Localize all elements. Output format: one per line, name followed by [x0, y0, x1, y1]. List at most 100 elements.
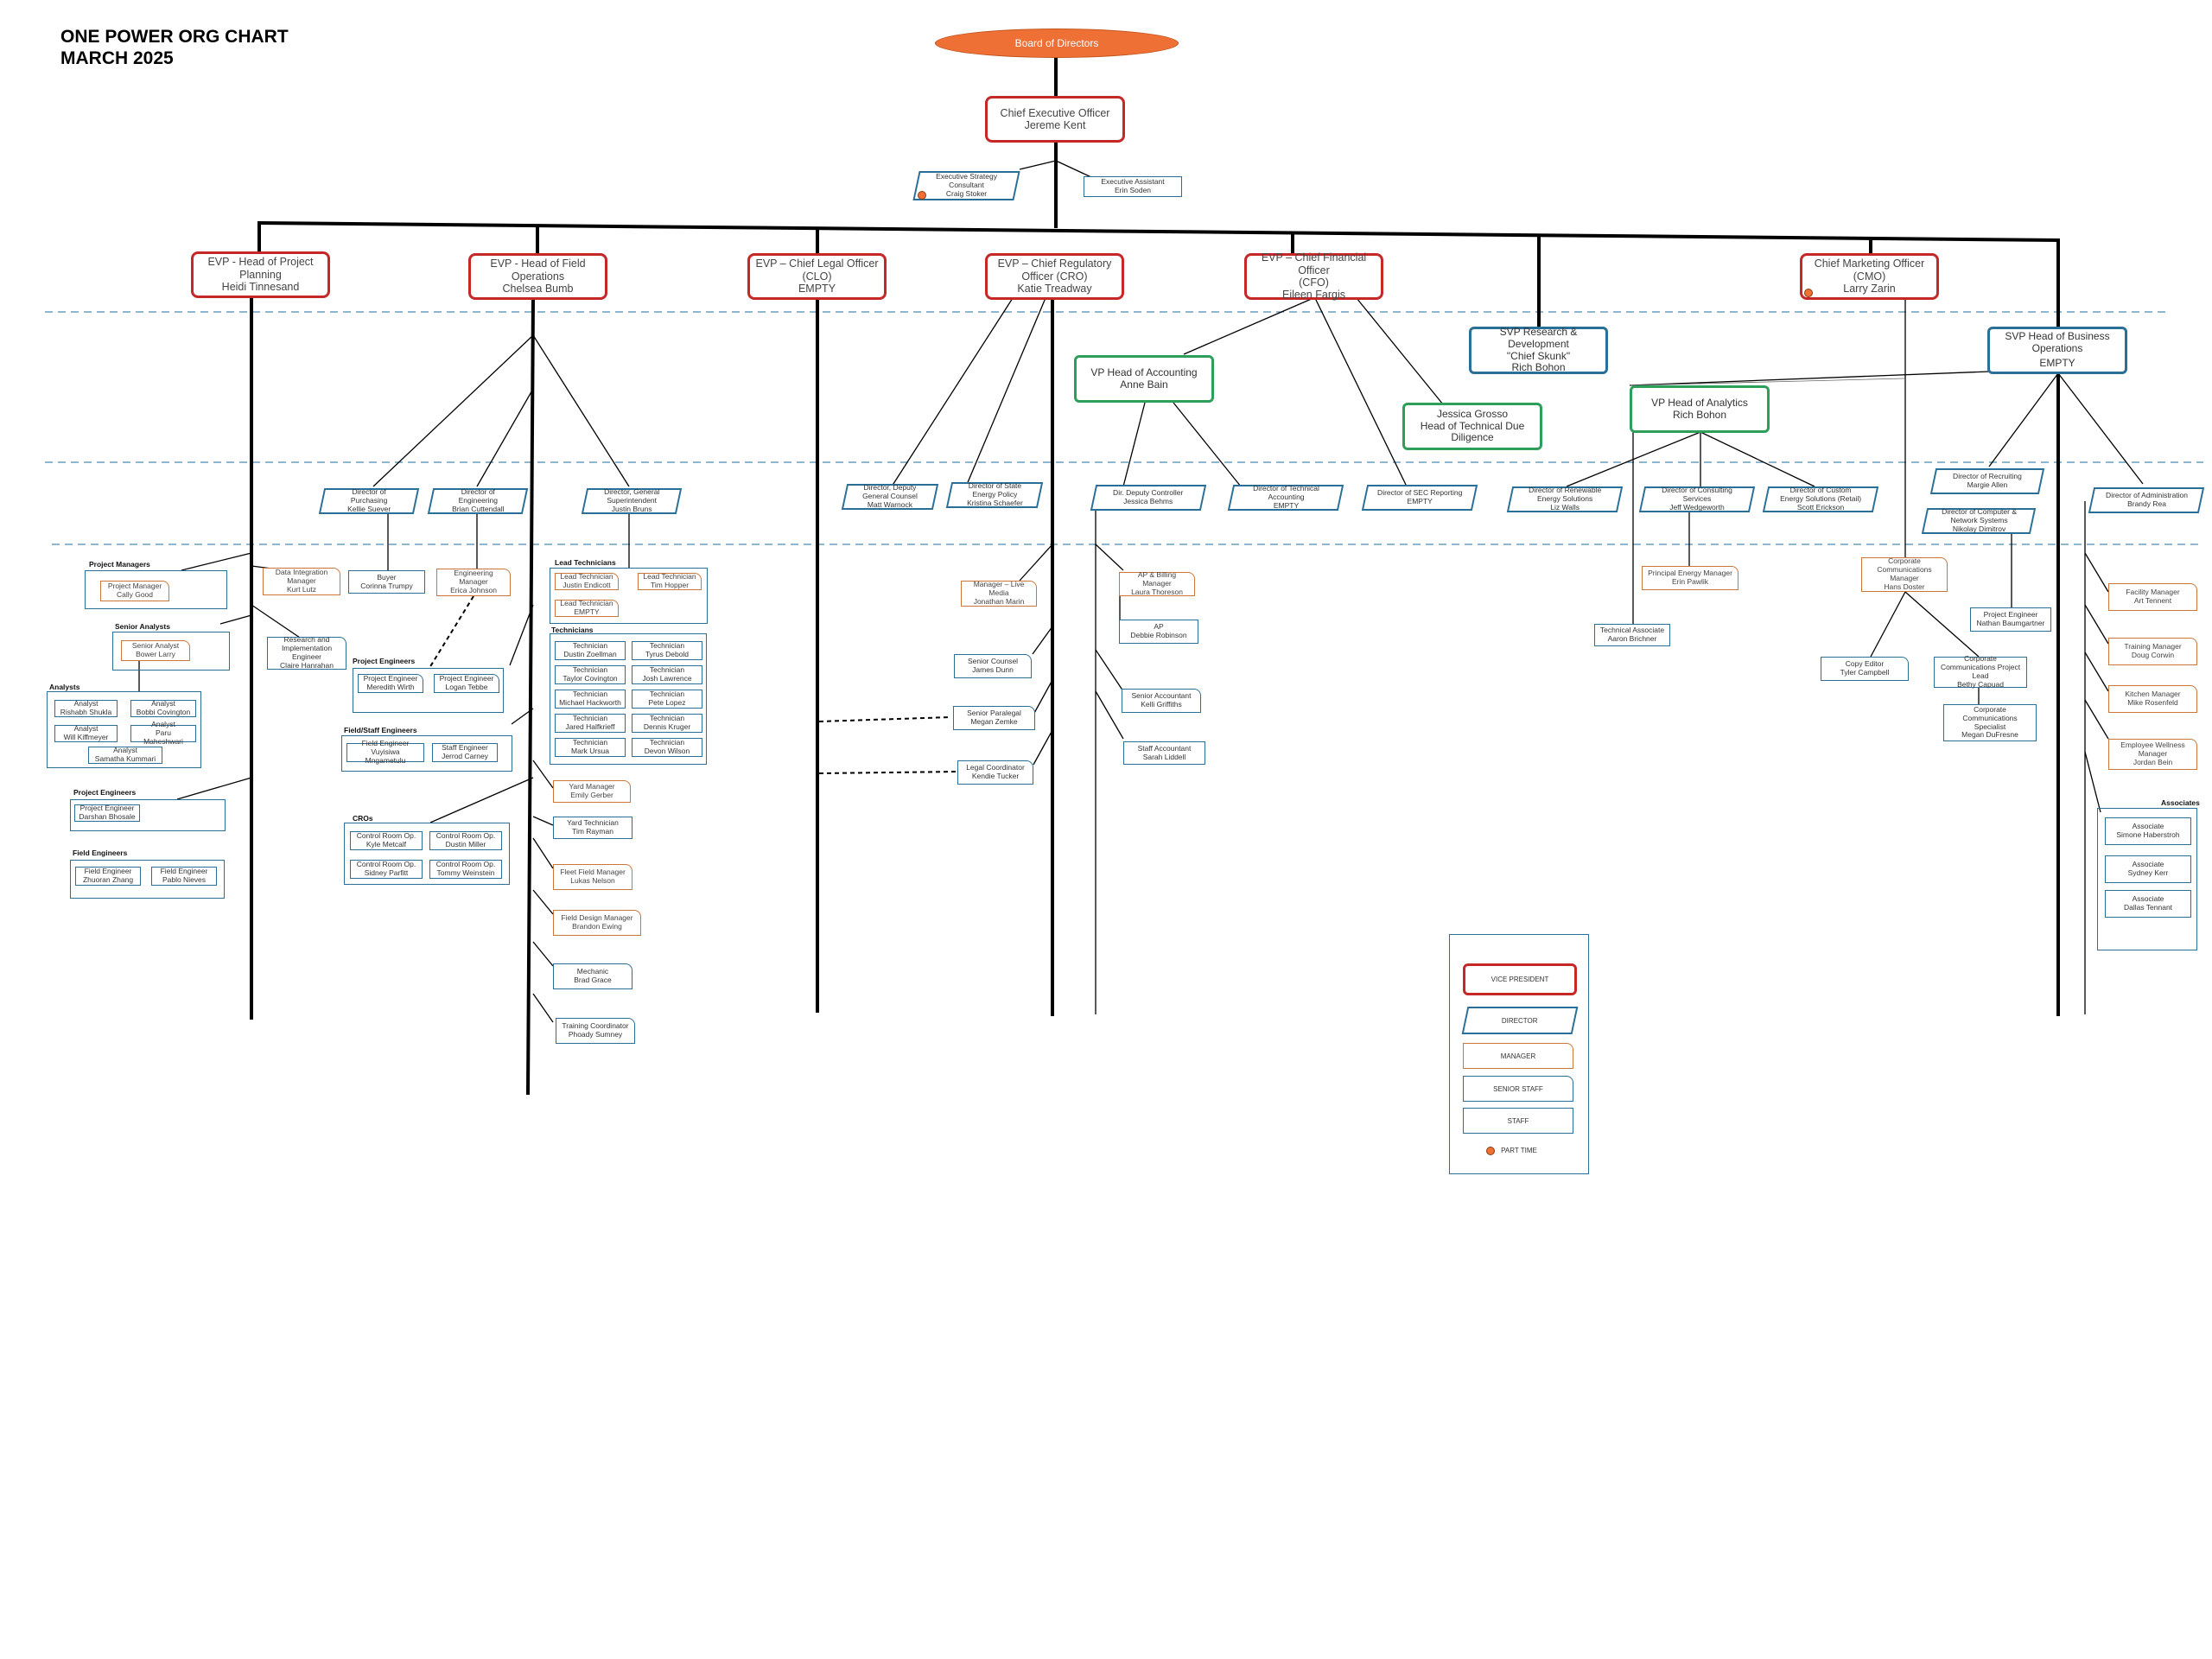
person-name: Kelli Griffiths	[1141, 700, 1182, 709]
control-room-operator: Control Room Op.Kyle Metcalf	[350, 831, 423, 850]
role: Technician	[649, 738, 685, 747]
role: Principal Energy Manager	[1648, 569, 1732, 578]
tdd-name: Jessica Grosso	[1436, 407, 1509, 420]
legend: VICE PRESIDENT DIRECTOR MANAGER SENIOR S…	[1449, 934, 1589, 1174]
person-name: Megan DuFresne	[1961, 730, 2018, 740]
role: Technical Associate	[1599, 626, 1665, 635]
part-time-marker	[1804, 289, 1813, 297]
role: Project Engineer	[439, 674, 494, 683]
role: Technician	[572, 665, 608, 675]
person-name: Corinna Trumpy	[360, 581, 413, 590]
page-title: ONE POWER ORG CHART MARCH 2025	[60, 26, 289, 69]
evp-title: EVP – Chief Financial Officer	[1261, 251, 1367, 276]
group-cros	[344, 823, 510, 885]
chief-marketing-officer: Chief Marketing Officer(CMO)Larry Zarin	[1800, 253, 1939, 300]
group-label-lead-technicians: Lead Technicians	[555, 558, 616, 567]
exec-assistant-box: Executive Assistant Erin Soden	[1084, 176, 1182, 197]
person-name: EMPTY	[574, 607, 600, 616]
person-name: Simone Haberstroh	[2116, 830, 2180, 839]
person-name: Claire Hanrahan	[280, 660, 334, 670]
evp-chief-legal: EVP – Chief Legal Officer(CLO)EMPTY	[747, 253, 887, 300]
person-name: Devon Wilson	[644, 747, 690, 755]
evp-title: EVP – Chief Legal Officer	[755, 257, 879, 270]
role: Lead Technician	[560, 599, 613, 608]
page-title-date: MARCH 2025	[60, 48, 174, 68]
role: Fleet Field Manager	[560, 868, 626, 877]
role: Field Engineer	[361, 739, 410, 748]
person-name: Bower Larry	[136, 650, 175, 658]
exec-assistant-title: Executive Assistant	[1101, 177, 1165, 187]
person-name: Erin Pawlik	[1671, 577, 1709, 586]
role: Yard Technician	[567, 818, 619, 828]
evp-name: Heidi Tinnesand	[221, 281, 300, 294]
role: Facility Manager	[2126, 588, 2180, 597]
legend-part-time-icon	[1486, 1147, 1495, 1155]
role-2: Manager	[2138, 749, 2168, 759]
role: Corporate	[1964, 654, 1997, 664]
group-label-technicians: Technicians	[551, 626, 594, 634]
group-analysts	[47, 691, 201, 768]
role: Project Engineer	[1983, 610, 2038, 620]
role: Training Manager	[2124, 642, 2182, 652]
person-name: Meredith Wirth	[366, 683, 415, 691]
person-name: Logan Tebbe	[445, 683, 488, 691]
control-room-operator: Control Room Op.Dustin Miller	[429, 831, 502, 850]
level-separators	[45, 311, 2203, 545]
role: AP & Billing Manager	[1137, 570, 1177, 588]
role: Project Manager	[107, 582, 162, 591]
person-name: Tyler Campbell	[1840, 668, 1890, 677]
person-name: Kurt Lutz	[286, 584, 317, 594]
role: Associate	[2132, 860, 2164, 869]
person-name: Mark Ursua	[571, 747, 609, 755]
role-3: Engineer	[291, 652, 322, 661]
role: Analyst	[73, 724, 99, 734]
role: Technician	[572, 714, 608, 723]
person-name: Jared Halfkrieff	[565, 722, 615, 731]
person-name: Paru Maheshwari	[143, 728, 183, 746]
role: Staff Accountant	[1137, 743, 1192, 753]
role-2: Communications	[1962, 713, 2018, 722]
role: Technician	[649, 714, 685, 723]
group-senior-analysts	[112, 632, 230, 671]
legend-staff: STAFF	[1463, 1108, 1573, 1134]
person-name: Sidney Parfitt	[364, 868, 409, 877]
evp-name: Eileen Fargis	[1282, 289, 1345, 302]
vp-title: VP Head of Analytics	[1651, 396, 1748, 409]
role: Control Room Op.	[435, 831, 496, 841]
svp-title: SVP Head of Business	[2005, 330, 2110, 342]
person-name: Art Tennent	[2133, 596, 2172, 605]
role: Yard Manager	[569, 782, 615, 791]
role: Engineering	[454, 569, 493, 578]
